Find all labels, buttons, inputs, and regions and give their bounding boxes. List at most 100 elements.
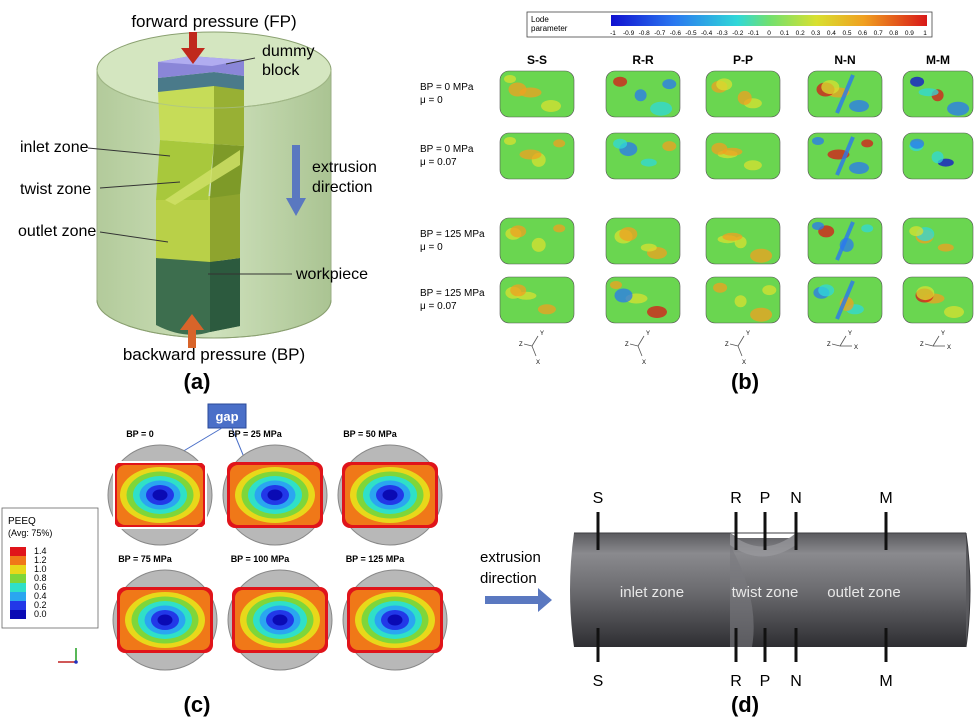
row-label-bp: BP = 0 MPa bbox=[420, 82, 474, 93]
svg-text:X: X bbox=[642, 360, 646, 366]
section-bp-label: BP = 125 MPa bbox=[346, 554, 406, 564]
section-mark-bottom: M bbox=[879, 673, 892, 690]
backward-pressure-label: backward pressure (BP) bbox=[123, 345, 305, 364]
colorbar-tick-label: -1 bbox=[610, 30, 616, 37]
peeq-title: PEEQ bbox=[8, 516, 36, 527]
lode-map bbox=[705, 217, 781, 265]
peeq-legend: 1.41.21.00.80.60.40.20.0 bbox=[10, 546, 47, 619]
svg-text:Y: Y bbox=[646, 331, 650, 337]
inlet-zone-block bbox=[158, 84, 214, 144]
inlet-zone-label-d: inlet zone bbox=[620, 584, 684, 601]
lode-map bbox=[499, 217, 575, 265]
lode-map bbox=[705, 276, 781, 324]
section-bp-label: BP = 75 MPa bbox=[118, 554, 173, 564]
colorbar-tick-label: -0.1 bbox=[748, 30, 760, 37]
section-bp-label: BP = 100 MPa bbox=[231, 554, 291, 564]
axis-triad: YZX bbox=[519, 331, 544, 366]
colorbar-tick-label: -0.8 bbox=[639, 30, 651, 37]
panel-d-label: (d) bbox=[731, 692, 759, 717]
panel-d: extrusion direction inlet zone twist zon… bbox=[480, 490, 971, 717]
row-label-mu: μ = 0.07 bbox=[420, 301, 457, 312]
row-label-mu: μ = 0 bbox=[420, 242, 443, 253]
svg-text:Z: Z bbox=[725, 342, 729, 348]
section-mark-top: M bbox=[879, 490, 892, 507]
svg-text:Y: Y bbox=[540, 331, 544, 337]
svg-text:Z: Z bbox=[519, 342, 523, 348]
colorbar-tick-label: 0.1 bbox=[780, 30, 789, 37]
extrusion-direction-arrow bbox=[292, 145, 300, 200]
outlet-zone-label-d: outlet zone bbox=[827, 584, 900, 601]
svg-text:Y: Y bbox=[941, 331, 945, 337]
panel-b: Lode parameter -1-0.9-0.8-0.7-0.6-0.5-0.… bbox=[420, 11, 974, 394]
section-mark-top: R bbox=[730, 490, 742, 507]
svg-text:Z: Z bbox=[827, 342, 831, 348]
colorbar-tick-label: 0 bbox=[767, 30, 771, 37]
lode-map bbox=[499, 132, 575, 180]
backward-pressure-arrow bbox=[180, 314, 204, 348]
row-label-bp: BP = 125 MPa bbox=[420, 229, 485, 240]
colorbar-tick-label: 0.8 bbox=[889, 30, 898, 37]
colorbar-tick-label: -0.2 bbox=[732, 30, 744, 37]
legend-swatch bbox=[10, 583, 26, 592]
colorbar-tick-label: 0.3 bbox=[811, 30, 820, 37]
lode-map bbox=[902, 70, 974, 118]
forward-pressure-label: forward pressure (FP) bbox=[131, 12, 296, 31]
extrusion-label-d2: direction bbox=[480, 570, 537, 587]
lode-map bbox=[807, 276, 883, 324]
row-label-mu: μ = 0 bbox=[420, 95, 443, 106]
extrusion-label-1: extrusion bbox=[312, 159, 377, 176]
section-mark-bottom: N bbox=[790, 673, 802, 690]
dummy-label-1: dummy bbox=[262, 43, 314, 60]
legend-swatch bbox=[10, 565, 26, 574]
twist-zone-label-d: twist zone bbox=[732, 584, 799, 601]
colorbar-tick-label: 0.6 bbox=[858, 30, 867, 37]
section-mark-top: N bbox=[790, 490, 802, 507]
extrusion-label-2: direction bbox=[312, 179, 372, 196]
dummy-label-2: block bbox=[262, 62, 300, 79]
lode-map bbox=[705, 132, 781, 180]
lode-map bbox=[705, 70, 781, 118]
extrusion-direction-arrow-d bbox=[485, 588, 552, 612]
legend-swatch bbox=[10, 556, 26, 565]
axis-triad: YZX bbox=[625, 331, 650, 366]
section-mark-bottom: P bbox=[760, 673, 771, 690]
lode-map bbox=[807, 217, 883, 265]
bar-end-face bbox=[965, 532, 971, 648]
extrusion-label-d1: extrusion bbox=[480, 549, 541, 566]
lode-map bbox=[807, 70, 883, 118]
svg-text:X: X bbox=[947, 345, 951, 351]
lode-map bbox=[605, 276, 681, 324]
peeq-section: BP = 125 MPa bbox=[342, 554, 448, 671]
colorbar-title-2: parameter bbox=[531, 24, 568, 33]
legend-swatch bbox=[10, 547, 26, 556]
legend-value: 1.0 bbox=[34, 564, 47, 574]
peeq-section: BP = 0 bbox=[107, 429, 213, 546]
panel-c-label: (c) bbox=[184, 692, 211, 717]
section-mark-top: S bbox=[593, 490, 604, 507]
row-label-bp: BP = 125 MPa bbox=[420, 288, 485, 299]
column-header: P-P bbox=[733, 53, 753, 67]
colorbar-tick-label: 0.2 bbox=[796, 30, 805, 37]
lode-map bbox=[605, 70, 681, 118]
legend-value: 0.2 bbox=[34, 600, 47, 610]
section-mark-top: P bbox=[760, 490, 771, 507]
legend-value: 1.2 bbox=[34, 555, 47, 565]
legend-value: 0.8 bbox=[34, 573, 47, 583]
legend-value: 1.4 bbox=[34, 546, 47, 556]
colorbar-tick-label: -0.3 bbox=[717, 30, 729, 37]
peeq-subtitle: (Avg: 75%) bbox=[8, 528, 52, 538]
section-bp-label: BP = 50 MPa bbox=[343, 429, 398, 439]
colorbar-tick-label: 0.7 bbox=[874, 30, 883, 37]
panel-c: PEEQ (Avg: 75%) 1.41.21.00.80.60.40.20.0… bbox=[1, 403, 448, 717]
column-header: S-S bbox=[527, 53, 547, 67]
colorbar-tick-label: 0.9 bbox=[905, 30, 914, 37]
